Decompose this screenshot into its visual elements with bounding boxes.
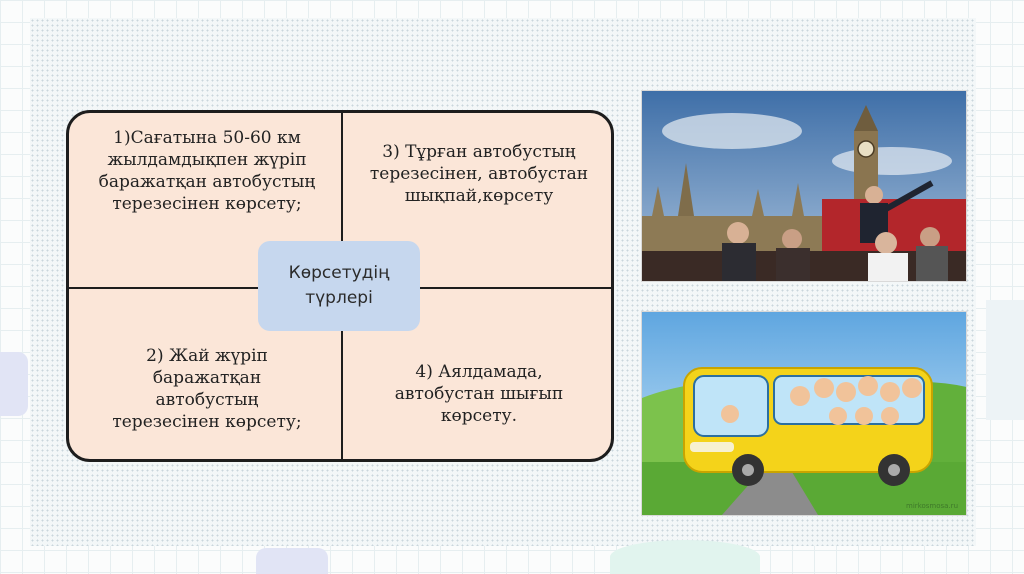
decor-shape-bottom <box>256 548 328 574</box>
decor-shape-bottom-green <box>610 540 760 574</box>
quadrant-1: 1)Сағатына 50-60 км жылдамдықпен жүріп б… <box>79 127 335 215</box>
quadrant-4-text: 4) Аялдамада, автобустан шығып көрсету. <box>394 362 564 426</box>
center-label-box: Көрсетудің түрлері <box>258 241 420 331</box>
cartoon-bus-image: mirkosmosa.ru <box>641 311 967 516</box>
quadrant-3-text: 3) Тұрған автобустың терезесінен, автобу… <box>369 142 589 206</box>
decor-shape-left <box>0 352 28 416</box>
quadrant-2-text: 2) Жай жүріп баражатқан автобустың терез… <box>112 346 302 432</box>
quadrant-4: 4) Аялдамада, автобустан шығып көрсету. <box>349 361 609 427</box>
watermark-text: mirkosmosa.ru <box>906 502 958 510</box>
decor-shape-right <box>986 300 1024 420</box>
quadrant-3: 3) Тұрған автобустың терезесінен, автобу… <box>349 141 609 207</box>
quadrant-1-text: 1)Сағатына 50-60 км жылдамдықпен жүріп б… <box>98 128 316 214</box>
center-label: Көрсетудің түрлері <box>288 263 390 308</box>
london-bus-tour-photo <box>641 90 967 282</box>
display-types-diagram: 1)Сағатына 50-60 км жылдамдықпен жүріп б… <box>66 110 614 462</box>
quadrant-2: 2) Жай жүріп баражатқан автобустың терез… <box>79 345 335 433</box>
